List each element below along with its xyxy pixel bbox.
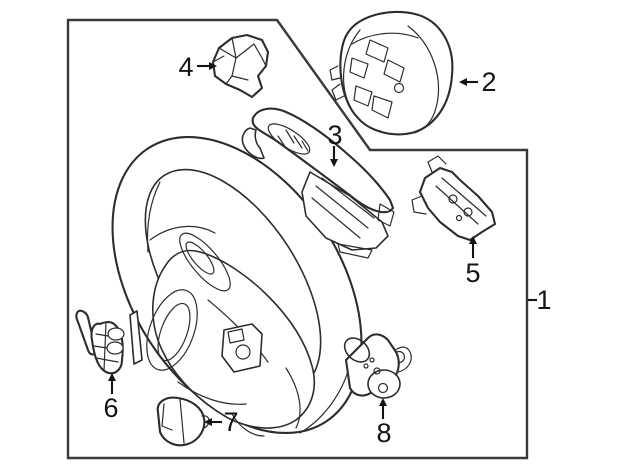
callout-label-7[interactable]: 7	[223, 407, 238, 437]
cover-cap-drawing	[156, 396, 210, 447]
callout-3-arrowhead	[330, 159, 338, 167]
callout-8-arrowhead	[379, 398, 387, 406]
callout-6[interactable]: 6	[103, 373, 119, 423]
motor-drawing	[343, 333, 412, 399]
callout-4-arrowhead	[209, 62, 217, 70]
callout-7[interactable]: 7	[204, 407, 239, 437]
callout-7-arrowhead	[204, 418, 212, 426]
callout-label-5[interactable]: 5	[465, 258, 480, 288]
steering-wheel-drawing	[111, 135, 363, 437]
switch-pod-drawing	[75, 309, 125, 375]
callout-5[interactable]: 5	[465, 236, 481, 288]
callout-3[interactable]: 3	[327, 120, 343, 167]
callout-1[interactable]: 1	[528, 285, 552, 315]
callout-label-3[interactable]: 3	[327, 120, 342, 150]
switch-block-drawing	[211, 33, 270, 99]
callout-label-6[interactable]: 6	[103, 393, 118, 423]
callout-label-8[interactable]: 8	[376, 418, 391, 448]
bracket-drawing	[411, 155, 497, 242]
callout-8[interactable]: 8	[376, 398, 392, 448]
callout-label-1[interactable]: 1	[536, 285, 551, 315]
diagram-border	[66, 18, 529, 460]
callout-5-arrowhead	[469, 236, 477, 244]
callout-label-2[interactable]: 2	[481, 67, 496, 97]
airbag-module-drawing	[329, 10, 454, 136]
callout-4[interactable]: 4	[178, 52, 217, 82]
callout-2-arrowhead	[459, 78, 467, 86]
paddle-switch-drawing	[241, 107, 395, 259]
callout-label-4[interactable]: 4	[178, 52, 193, 82]
callout-2[interactable]: 2	[459, 67, 497, 97]
callout-6-arrowhead	[108, 373, 116, 381]
